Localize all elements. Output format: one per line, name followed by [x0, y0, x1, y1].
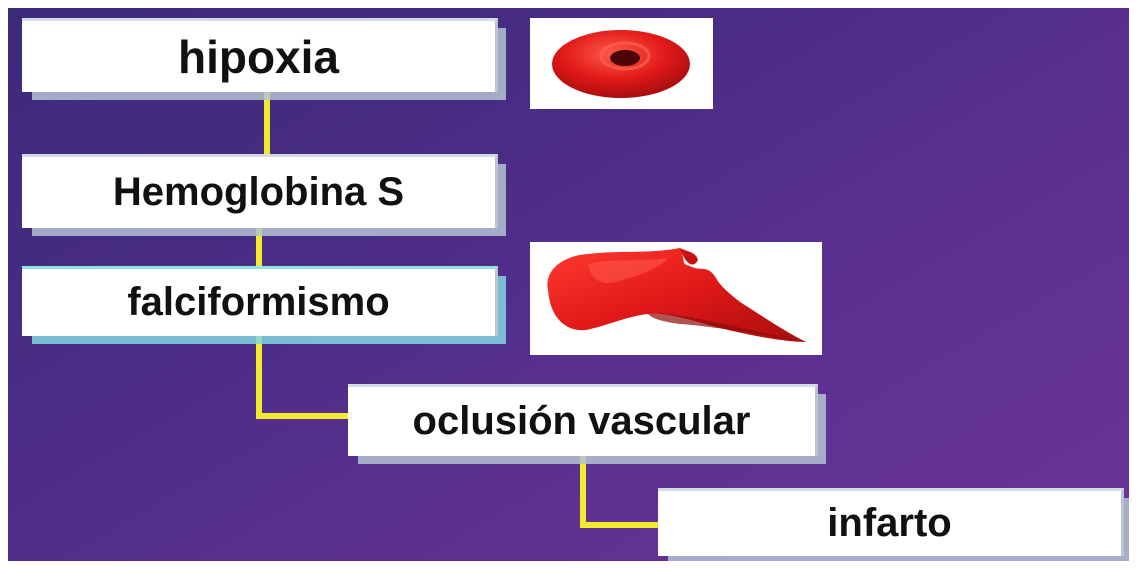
connector-falciformismo-oclusion-horizontal	[256, 413, 352, 419]
sickle-red-blood-cell-image	[530, 242, 822, 355]
node-hipoxia: hipoxia	[22, 18, 498, 92]
connector-oclusion-infarto-horizontal	[580, 522, 660, 528]
connector-hipoxia-hemoglobina	[264, 90, 270, 158]
connector-falciformismo-oclusion	[256, 333, 262, 419]
red-blood-cell-icon	[530, 18, 713, 109]
node-label: falciformismo	[127, 280, 389, 325]
connector-oclusion-infarto	[580, 456, 586, 528]
node-label: oclusión vascular	[413, 399, 751, 444]
diagram-slide: hipoxia Hemoglobina S falciformismo oclu…	[8, 8, 1129, 561]
node-infarto: infarto	[658, 488, 1124, 556]
node-label: hipoxia	[178, 30, 339, 84]
normal-red-blood-cell-image	[530, 18, 713, 109]
node-label: infarto	[827, 501, 951, 546]
node-label: Hemoglobina S	[113, 170, 404, 215]
node-falciformismo: falciformismo	[22, 266, 498, 336]
sickle-cell-icon	[530, 242, 822, 355]
node-oclusion-vascular: oclusión vascular	[348, 384, 818, 456]
node-hemoglobina-s: Hemoglobina S	[22, 154, 498, 228]
